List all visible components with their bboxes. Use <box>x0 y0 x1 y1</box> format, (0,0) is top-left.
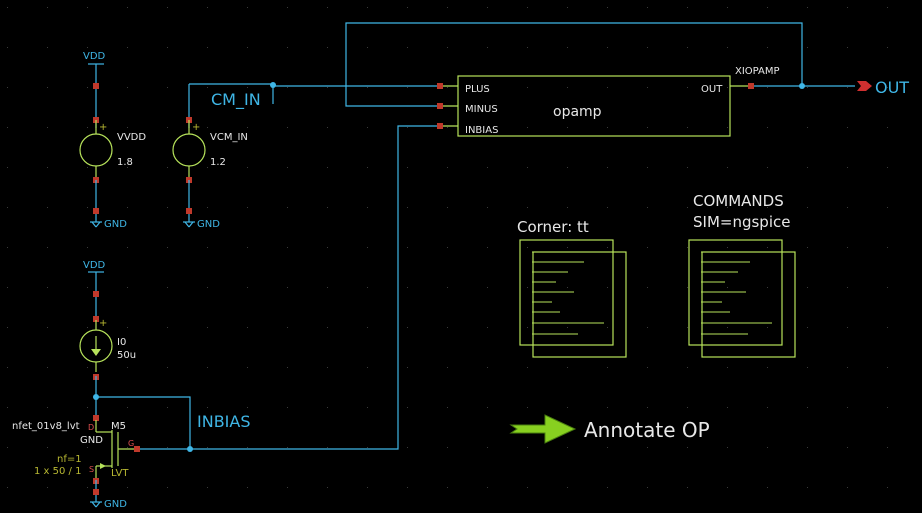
nfet-instance: M5 <box>111 421 126 432</box>
out-junction <box>799 83 805 89</box>
annotate-op-label: Annotate OP <box>584 418 710 442</box>
corner-label: Corner: tt <box>517 218 589 236</box>
opamp-instance-name: XIOPAMP <box>735 66 780 77</box>
nfet-size: 1 x 50 / 1 <box>34 466 81 477</box>
gnd-label-2: GND <box>197 219 220 230</box>
gnd-label-1: GND <box>104 219 127 230</box>
cm-in-net-label[interactable]: CM_IN <box>211 90 261 110</box>
commands-block[interactable]: COMMANDS SIM=ngspice <box>688 192 796 358</box>
vvdd-plus: + <box>99 122 107 133</box>
gnd-label-3: GND <box>104 499 127 510</box>
out-net-label: OUT <box>875 78 909 97</box>
vcm-plus: + <box>192 122 200 133</box>
i0-name: I0 <box>117 337 126 348</box>
nfet-lvt: LVT <box>111 468 129 479</box>
out-port-icon <box>857 81 872 91</box>
vcm-in-source[interactable]: + VCM_IN 1.2 GND <box>172 83 273 230</box>
annotate-op-button[interactable]: Annotate OP <box>509 414 710 444</box>
corner-block[interactable]: Corner: tt <box>517 218 627 358</box>
nfet-m5[interactable]: nfet_01v8_lvt M5 GND D G S LVT nf=1 1 x … <box>12 415 190 510</box>
cm-in-junction <box>270 82 276 88</box>
out-port[interactable]: OUT <box>857 78 909 97</box>
vvdd-value: 1.8 <box>117 157 133 168</box>
vvdd-name: VVDD <box>117 132 146 143</box>
commands-label-1: COMMANDS <box>693 192 784 210</box>
nfet-pin-s: S <box>89 465 94 474</box>
vcm-value: 1.2 <box>210 157 226 168</box>
nfet-nf: nf=1 <box>57 454 82 465</box>
vvdd-source[interactable]: VDD + VVDD 1.8 GND <box>79 51 146 230</box>
commands-label-2: SIM=ngspice <box>693 213 790 231</box>
opamp-cell-name: opamp <box>553 104 602 120</box>
vcm-name: VCM_IN <box>210 132 248 143</box>
nfet-pin-g: G <box>128 439 134 448</box>
opamp-pin-out: OUT <box>701 84 723 95</box>
nfet-pin-d: D <box>88 423 94 432</box>
nfet-bulk: GND <box>80 435 103 446</box>
nfet-model: nfet_01v8_lvt <box>12 421 80 432</box>
opamp-block[interactable]: PLUS MINUS INBIAS OUT opamp XIOPAMP <box>437 66 780 137</box>
i0-plus: + <box>99 318 107 329</box>
opamp-pin-minus: MINUS <box>465 104 498 115</box>
inbias-net-label[interactable]: INBIAS <box>197 412 250 431</box>
i0-current-source[interactable]: VDD + I0 50u <box>79 260 136 418</box>
arrow-right-icon <box>509 414 577 444</box>
i0-value: 50u <box>117 350 136 361</box>
opamp-pin-inbias: INBIAS <box>465 125 498 136</box>
vdd-label-bottom: VDD <box>83 260 106 271</box>
opamp-pin-plus: PLUS <box>465 84 490 95</box>
vdd-label-top: VDD <box>83 51 106 62</box>
